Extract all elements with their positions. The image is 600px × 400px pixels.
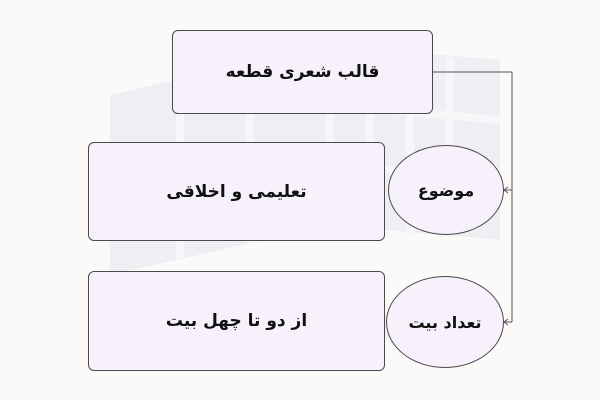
- count-value-label: از دو تا چهل بیت: [165, 311, 308, 331]
- topic-key-oval: موضوع: [388, 145, 504, 235]
- title-box: قالب شعری قطعه: [172, 30, 433, 114]
- topic-value-box: تعلیمی و اخلاقی: [88, 142, 385, 241]
- topic-value-label: تعلیمی و اخلاقی: [166, 181, 307, 202]
- count-key-oval: تعداد بیت: [386, 276, 504, 368]
- topic-key-label: موضوع: [417, 180, 475, 200]
- count-key-label: تعداد بیت: [408, 312, 482, 332]
- count-value-box: از دو تا چهل بیت: [88, 271, 385, 371]
- title-label: قالب شعری قطعه: [225, 62, 380, 82]
